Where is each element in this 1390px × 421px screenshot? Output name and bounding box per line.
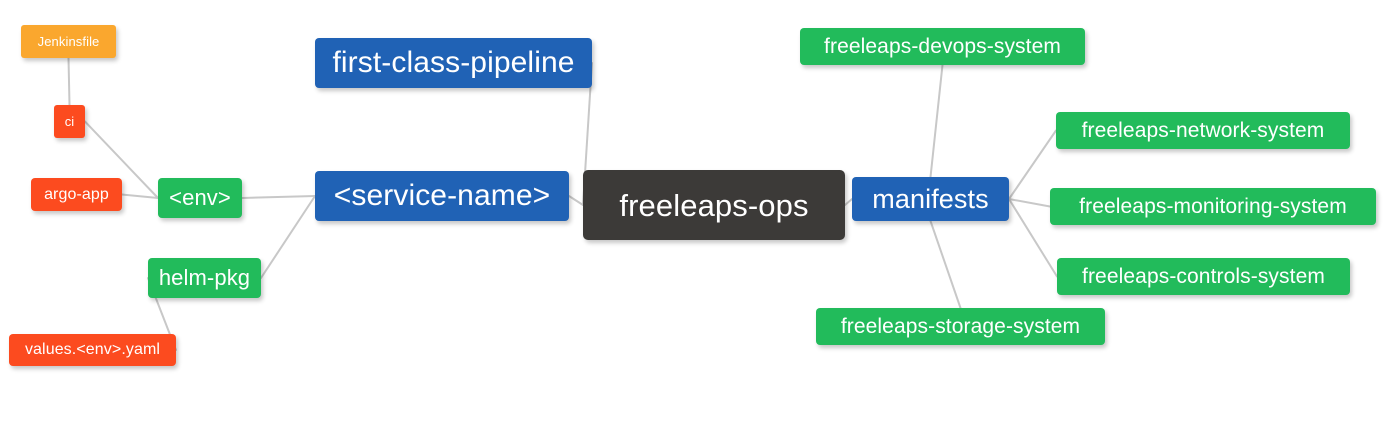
edge-service-name-to-env — [241, 195, 316, 199]
node-label: values.<env>.yaml — [24, 341, 161, 358]
node-freeleaps-storage-system[interactable]: freeleaps-storage-system — [816, 308, 1105, 345]
edge-manifests-to-freeleaps-devops-system — [929, 64, 944, 178]
edge-ci-to-jenkinsfile — [67, 57, 71, 106]
node-freeleaps-devops-system[interactable]: freeleaps-devops-system — [800, 28, 1085, 65]
node-manifests[interactable]: manifests — [852, 177, 1009, 221]
node-ci[interactable]: ci — [54, 105, 85, 138]
node-label: freeleaps-devops-system — [824, 35, 1061, 58]
edge-freeleaps-ops-to-manifests — [844, 198, 853, 206]
node-freeleaps-network-system[interactable]: freeleaps-network-system — [1056, 112, 1350, 149]
node-first-class-pipeline[interactable]: first-class-pipeline — [315, 38, 592, 88]
node-freeleaps-ops[interactable]: freeleaps-ops — [583, 170, 845, 240]
edge-env-to-ci — [84, 120, 159, 199]
node-service-name[interactable]: <service-name> — [315, 171, 569, 221]
node-label: freeleaps-storage-system — [840, 315, 1081, 338]
node-helm-pkg[interactable]: helm-pkg — [148, 258, 261, 298]
node-jenkinsfile[interactable]: Jenkinsfile — [21, 25, 116, 58]
node-label: Jenkinsfile — [37, 34, 100, 49]
node-label: <service-name> — [333, 179, 551, 212]
node-freeleaps-controls-system[interactable]: freeleaps-controls-system — [1057, 258, 1350, 295]
node-label: ci — [64, 114, 75, 129]
node-label: freeleaps-ops — [619, 187, 809, 223]
node-values-env-yaml[interactable]: values.<env>.yaml — [9, 334, 176, 366]
edge-manifests-to-freeleaps-network-system — [1008, 129, 1057, 200]
edge-manifests-to-freeleaps-controls-system — [1008, 198, 1058, 278]
edge-service-name-to-helm-pkg — [260, 195, 316, 279]
edge-env-to-argo-app — [121, 193, 159, 199]
node-argo-app[interactable]: argo-app — [31, 178, 122, 211]
edge-freeleaps-ops-to-service-name — [568, 195, 584, 206]
node-label: helm-pkg — [158, 265, 251, 290]
node-label: freeleaps-monitoring-system — [1079, 195, 1347, 218]
edge-manifests-to-freeleaps-monitoring-system — [1008, 198, 1051, 208]
node-label: <env> — [169, 185, 231, 210]
edge-manifests-to-freeleaps-storage-system — [929, 220, 962, 309]
node-label: freeleaps-network-system — [1081, 119, 1325, 142]
node-freeleaps-monitoring-system[interactable]: freeleaps-monitoring-system — [1050, 188, 1376, 225]
node-label: freeleaps-controls-system — [1082, 265, 1325, 288]
node-label: first-class-pipeline — [332, 46, 575, 79]
node-label: manifests — [872, 183, 989, 214]
node-env[interactable]: <env> — [158, 178, 242, 218]
node-label: argo-app — [44, 185, 109, 203]
